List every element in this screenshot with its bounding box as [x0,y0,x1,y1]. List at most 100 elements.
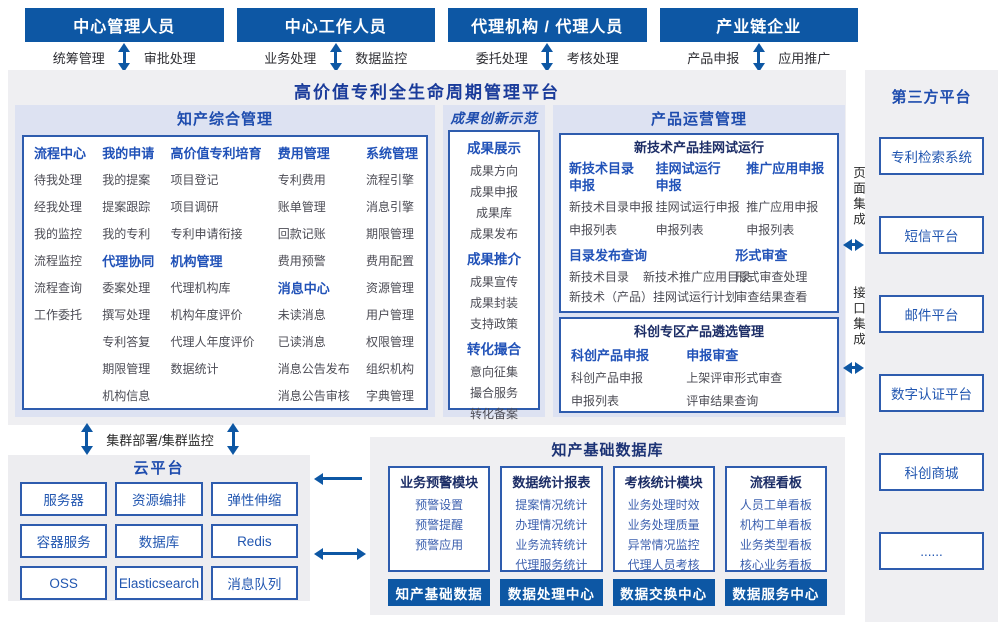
menu-item: 成果宣传 [469,275,518,289]
menu-item-row: 新技术目录 新技术推广应用目录 [569,267,751,287]
menu-item-list: 推广应用申报申报列表 [746,196,829,242]
menu-item: 提案跟踪 [102,200,151,214]
menu-column: 新技术目录申报 新技术目录申报申报列表 [569,160,656,242]
ip-basic-database-panel: 知产基础数据库 业务预警模块 预警设置预警提醒预警应用 知产基础数据 数据统计报… [370,437,845,615]
bidirectional-arrow-icon [843,238,864,251]
group-header: 我的申请 [102,146,155,161]
vertical-double-arrow-icon [80,423,93,455]
menu-item-list: 委案处理撰写处理专利答复期限管理机构信息 [102,275,154,410]
group-header: 高价值专利培育 [170,146,262,161]
menu-item-list: 我的提案提案跟踪我的专利 [102,167,154,248]
module-alert: 业务预警模块 预警设置预警提醒预警应用 知产基础数据 [388,466,491,606]
menu-item-list: 成果宣传成果封装支持政策 [450,272,538,335]
group-header: 成果推介 [467,252,521,267]
menu-item: 消息公告发布 [277,362,350,376]
group-header: 转化撮合 [467,342,521,357]
actor-title: 中心管理人员 [25,8,224,42]
actor-role-label: 应用推广 [778,50,831,66]
group-header: 挂网试运行申报 [655,161,721,193]
menu-item: 流程查询 [34,281,83,295]
menu-item: 权限管理 [365,335,414,349]
section-achievement-innovation-demo: 成果创新示范 成果展示 成果方向成果申报成果库成果发布 成果推介 成果宣传成果封… [443,105,545,421]
menu-item-list: 挂网试运行申报申报列表 [656,196,747,242]
group-header: 费用管理 [277,146,330,161]
menu-item: 流程监控 [34,254,83,268]
group-header: 新技术目录申报 [569,161,635,193]
menu-item: 期限管理 [102,362,151,376]
menu-item: 工作委托 [34,308,83,322]
menu-item: 意向征集 [469,365,518,379]
cloud-service-box: Elasticsearch [115,566,203,600]
menu-item: 委案处理 [102,281,151,295]
menu-item: 资源管理 [365,281,414,295]
menu-item: 评审结果查询 [686,394,759,408]
menu-item: 人员工单看板 [739,498,812,512]
section-ip-comprehensive-management: 知产综合管理 流程中心 待我处理经我处理我的监控流程监控流程查询工作委托 我的申… [15,105,435,417]
actor-agency: 代理机构 / 代理人员 委托处理 考核处理 [448,8,647,72]
menu-item: 业务处理时效 [627,498,700,512]
actor-role-label: 考核处理 [566,50,619,66]
platform-title: 高价值专利全生命周期管理平台 [294,83,560,102]
menu-item: 转化备案 [469,407,518,421]
menu-item: 机构年度评价 [170,308,243,322]
menu-item: 代理人年度评价 [170,335,255,349]
menu-item: 办理情况统计 [515,518,588,532]
menu-item: 组织机构 [365,362,414,376]
menu-item-list: 科创产品申报申报列表 [571,367,686,413]
actor-row: 中心管理人员 统筹管理 审批处理 中心工作人员 业务处理 数据监控 代理机构 /… [25,8,858,72]
cluster-link: 集群部署/集群监控 [30,423,290,455]
actor-title: 产业链企业 [659,8,858,42]
module-footer: 数据处理中心 [500,579,603,606]
menu-item: 审查结果查看 [735,290,808,304]
vertical-double-arrow-icon [227,423,240,455]
box-title: 科创专区产品遴选管理 [633,324,764,339]
third-party-box: ...... [879,532,984,570]
cloud-service-box: 服务器 [20,482,108,516]
catalog-query-group: 目录发布查询 新技术目录 新技术推广应用目录 新技术（产品）挂网试运行计划 [569,244,751,307]
menu-column: 申报审查 上架评审形式审查评审结果查询 [686,344,827,413]
menu-item-list: 业务处理时效业务处理质量异常情况监控代理人员考核 [615,495,713,575]
group-header: 形式审查 [735,248,788,263]
section-title: 产品运营管理 [650,111,747,128]
module-footer: 数据服务中心 [724,579,827,606]
group-header: 目录发布查询 [569,248,648,263]
actor-roles: 统筹管理 审批处理 [25,42,224,72]
left-arrow-icon [314,472,362,485]
menu-item: 申报列表 [569,223,618,237]
menu-item: 撮合服务 [469,386,518,400]
group-header: 科创产品申报 [571,348,650,363]
menu-item: 异常情况监控 [627,538,700,552]
menu-item: 申报列表 [571,394,620,408]
cloud-service-box: 资源编排 [115,482,203,516]
menu-item-list: 人员工单看板机构工单看板业务类型看板核心业务看板 [727,495,825,575]
menu-item: 上架评审形式审查 [686,371,783,385]
trial-lower-row: 目录发布查询 新技术目录 新技术推广应用目录 新技术（产品）挂网试运行计划 形式… [561,242,837,307]
menu-item: 支持政策 [469,317,518,331]
menu-item: 业务流转统计 [515,538,588,552]
cloud-service-box: Redis [210,524,298,558]
actor-role-label: 数据监控 [355,50,408,66]
menu-item: 申报列表 [746,223,795,237]
menu-column: 推广应用申报 推广应用申报申报列表 [746,160,829,242]
menu-item: 成果库 [475,206,512,220]
menu-item-list: 形式审查处理审查结果查看 [735,267,829,307]
actor-title: 中心工作人员 [236,8,435,42]
menu-item: 流程引擎 [365,173,414,187]
module-assessment: 考核统计模块 业务处理时效业务处理质量异常情况监控代理人员考核 数据交换中心 [612,466,715,606]
selection-columns: 科创产品申报 科创产品申报申报列表 申报审查 上架评审形式审查评审结果查询 [561,344,837,413]
group-header: 机构管理 [170,254,223,269]
menu-column: 系统管理 流程引擎消息引擎期限管理费用配置资源管理用户管理权限管理组织机构字典管… [366,140,418,408]
menu-item: 专利申请衔接 [170,227,243,241]
menu-item-list: 提案情况统计办理情况统计业务流转统计代理服务统计 [502,495,600,575]
vertical-double-arrow-icon [541,42,554,72]
menu-item: 费用预警 [277,254,326,268]
menu-item: 用户管理 [365,308,414,322]
menu-item-list: 项目登记项目调研专利申请衔接 [170,167,261,248]
actor-center-admin: 中心管理人员 统筹管理 审批处理 [25,8,224,72]
vertical-double-arrow-icon [329,42,342,72]
section-product-operation-management: 产品运营管理 新技术产品挂网试运行 新技术目录申报 新技术目录申报申报列表 挂网… [553,105,845,417]
module-box: 数据统计报表 提案情况统计办理情况统计业务流转统计代理服务统计 [500,466,603,575]
bidirectional-arrow-icon [843,361,864,374]
menu-item: 新技术推广应用目录 [643,270,752,284]
cloud-service-box: OSS [20,566,108,600]
